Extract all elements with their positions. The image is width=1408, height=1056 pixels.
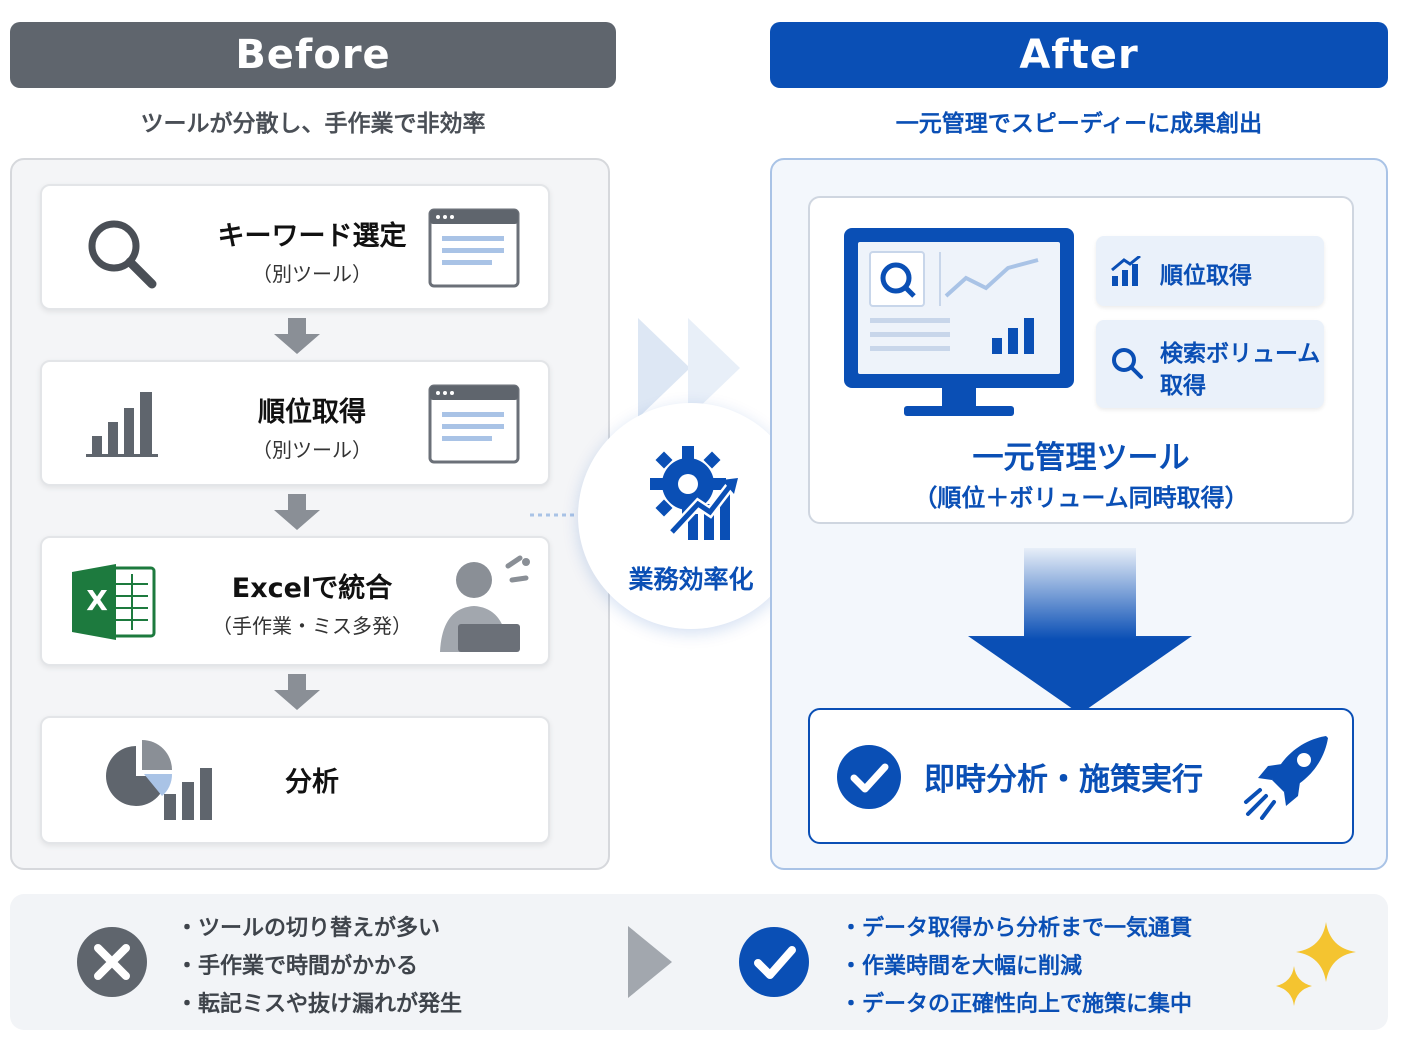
search-icon bbox=[1112, 348, 1143, 379]
flow-down-arrow-icon bbox=[274, 318, 320, 354]
before-point: ・手作業で時間がかかる bbox=[176, 954, 419, 979]
window-icon bbox=[428, 384, 520, 464]
monitor-dashboard-icon bbox=[844, 228, 1074, 416]
rocket-icon bbox=[1244, 736, 1328, 820]
before-point: ・転記ミスや抜け漏れが発生 bbox=[176, 992, 463, 1017]
pie-chart-icon bbox=[106, 740, 212, 820]
feature-rank-card: 順位取得 bbox=[1096, 236, 1324, 306]
transition-arrow-icon bbox=[638, 318, 740, 418]
before-header: Before bbox=[10, 22, 616, 88]
feature-label: 順位取得 bbox=[1160, 263, 1252, 289]
unified-tool-subtitle: （順位＋ボリューム同時取得） bbox=[913, 484, 1249, 512]
play-arrow-icon bbox=[628, 926, 672, 998]
before-point: ・ツールの切り替えが多い bbox=[176, 916, 441, 941]
window-icon bbox=[428, 208, 520, 288]
step-title: キーワード選定 bbox=[217, 221, 407, 252]
step-title: 順位取得 bbox=[258, 397, 366, 428]
after-header: After bbox=[770, 22, 1388, 88]
result-text: 即時分析・施策実行 bbox=[924, 762, 1203, 798]
step-title: 分析 bbox=[285, 767, 339, 798]
excel-letter: X bbox=[86, 584, 108, 617]
busy-worker-icon bbox=[440, 555, 530, 652]
feature-label: 検索ボリューム bbox=[1160, 341, 1321, 367]
gear-growth-icon bbox=[650, 446, 738, 540]
step-card-keyword: キーワード選定 （別ツール） bbox=[40, 184, 550, 310]
step-title: Excelで統合 bbox=[231, 573, 393, 604]
big-down-arrow-icon bbox=[968, 548, 1192, 714]
step-card-analysis: 分析 bbox=[40, 716, 550, 844]
step-card-excel: X Excelで統合 （手作業・ミス多発） bbox=[40, 536, 550, 666]
search-icon bbox=[88, 220, 157, 289]
sparkle-icon bbox=[1276, 922, 1356, 1006]
connector-dots-left bbox=[530, 513, 580, 517]
after-subtitle: 一元管理でスピーディーに成果創出 bbox=[895, 111, 1263, 137]
step-subtitle: （別ツール） bbox=[252, 438, 372, 462]
check-circle-icon bbox=[837, 745, 901, 809]
after-point: ・データの正確性向上で施策に集中 bbox=[840, 992, 1193, 1017]
flow-down-arrow-icon bbox=[274, 494, 320, 530]
after-point: ・作業時間を大幅に削減 bbox=[840, 954, 1083, 979]
summary-bar bbox=[10, 894, 1388, 1030]
x-circle-icon bbox=[77, 927, 147, 997]
feature-label-line2: 取得 bbox=[1160, 373, 1206, 399]
excel-icon bbox=[72, 564, 156, 640]
step-subtitle: （手作業・ミス多発） bbox=[212, 614, 412, 638]
bar-chart-icon bbox=[86, 392, 158, 457]
unified-tool-title: 一元管理ツール bbox=[972, 440, 1190, 476]
after-point: ・データ取得から分析まで一気通貫 bbox=[840, 916, 1193, 941]
rank-chart-icon bbox=[1111, 256, 1141, 286]
check-circle-icon bbox=[739, 927, 809, 997]
feature-volume-card: 検索ボリューム 取得 bbox=[1096, 320, 1324, 408]
step-subtitle: （別ツール） bbox=[252, 262, 372, 286]
flow-down-arrow-icon bbox=[274, 674, 320, 710]
step-card-rank: 順位取得 （別ツール） bbox=[40, 360, 550, 486]
before-subtitle: ツールが分散し、手作業で非効率 bbox=[140, 111, 486, 137]
efficiency-label: 業務効率化 bbox=[628, 565, 754, 594]
